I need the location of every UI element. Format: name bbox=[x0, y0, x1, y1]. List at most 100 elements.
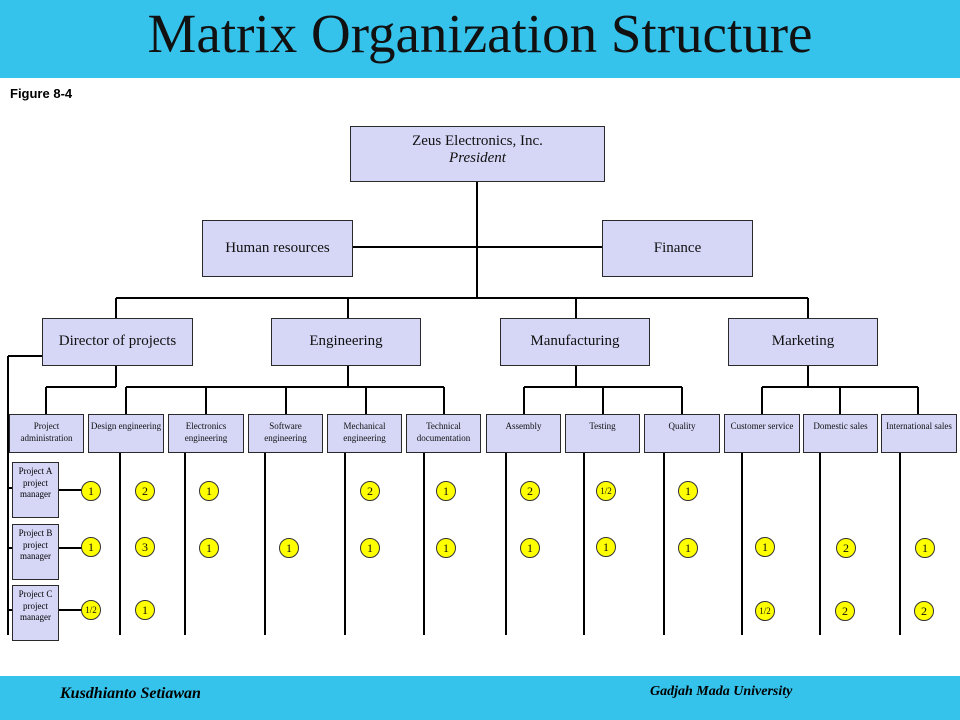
dept-design-engineering: Design engineering bbox=[88, 414, 164, 453]
dept-quality: Quality bbox=[644, 414, 720, 453]
hr-box: Human resources bbox=[202, 220, 353, 277]
badge-value: 1/2 bbox=[85, 605, 97, 615]
assignment-badge: 1 bbox=[436, 481, 456, 501]
president-role: President bbox=[449, 150, 506, 167]
assignment-badge: 1 bbox=[135, 600, 155, 620]
badge-value: 1 bbox=[685, 483, 691, 498]
page-title: Matrix Organization Structure bbox=[147, 3, 813, 64]
badge-value: 1 bbox=[206, 483, 212, 498]
dept-label: Design engineering bbox=[90, 421, 162, 431]
assignment-badge: 1 bbox=[199, 538, 219, 558]
assignment-badge: 2 bbox=[835, 601, 855, 621]
footer-author: Kusdhianto Setiawan bbox=[60, 685, 201, 702]
badge-value: 1 bbox=[443, 483, 449, 498]
finance-box: Finance bbox=[602, 220, 753, 277]
assignment-badge: 1 bbox=[755, 537, 775, 557]
marketing-label: Marketing bbox=[771, 333, 835, 350]
project-c-manager: Project C project manager bbox=[12, 585, 59, 641]
badge-value: 1 bbox=[206, 540, 212, 555]
assignment-badge: 1 bbox=[81, 481, 101, 501]
assignment-badge: 1 bbox=[279, 538, 299, 558]
footer-institution: Gadjah Mada University bbox=[650, 684, 793, 699]
assignment-badge: 1 bbox=[678, 538, 698, 558]
pm-label: Project A project manager bbox=[18, 466, 53, 500]
assignment-badge: 1/2 bbox=[81, 600, 101, 620]
hr-label: Human resources bbox=[225, 239, 330, 256]
assignment-badge: 1/2 bbox=[596, 481, 616, 501]
badge-value: 2 bbox=[142, 483, 148, 498]
manufacturing-box: Manufacturing bbox=[500, 318, 650, 366]
dept-assembly: Assembly bbox=[486, 414, 561, 453]
badge-value: 2 bbox=[367, 483, 373, 498]
badge-value: 2 bbox=[843, 540, 849, 555]
dept-electronics-engineering: Electronics engineering bbox=[168, 414, 244, 453]
dept-label: Electronics engineering bbox=[184, 421, 228, 443]
dept-label: Testing bbox=[589, 421, 616, 431]
dept-software-engineering: Software engineering bbox=[248, 414, 323, 453]
dept-label: Assembly bbox=[505, 421, 542, 431]
marketing-box: Marketing bbox=[728, 318, 878, 366]
director-of-projects-label: Director of projects bbox=[58, 333, 177, 350]
assignment-badge: 2 bbox=[520, 481, 540, 501]
project-a-manager: Project A project manager bbox=[12, 462, 59, 518]
assignment-badge: 2 bbox=[836, 538, 856, 558]
project-b-manager: Project B project manager bbox=[12, 524, 59, 580]
dept-label: International sales bbox=[886, 421, 952, 431]
dept-label: Technical documentation bbox=[416, 421, 471, 443]
dept-label: Customer service bbox=[730, 421, 794, 431]
badge-value: 1 bbox=[443, 540, 449, 555]
assignment-badge: 1 bbox=[436, 538, 456, 558]
assignment-badge: 1 bbox=[199, 481, 219, 501]
president-box: Zeus Electronics, Inc. President bbox=[350, 126, 605, 182]
badge-value: 2 bbox=[842, 603, 848, 618]
dept-label: Quality bbox=[668, 421, 696, 431]
manufacturing-label: Manufacturing bbox=[530, 333, 620, 350]
badge-value: 1 bbox=[685, 540, 691, 555]
dept-label: Project administration bbox=[20, 421, 73, 443]
assignment-badge: 1/2 bbox=[755, 601, 775, 621]
badge-value: 1 bbox=[603, 539, 609, 554]
badge-value: 1 bbox=[922, 540, 928, 555]
assignment-badge: 2 bbox=[135, 481, 155, 501]
badge-value: 1 bbox=[527, 540, 533, 555]
director-of-projects-box: Director of projects bbox=[42, 318, 193, 366]
badge-value: 1 bbox=[142, 602, 148, 617]
badge-value: 1 bbox=[367, 540, 373, 555]
badge-value: 3 bbox=[142, 539, 148, 554]
badge-value: 2 bbox=[527, 483, 533, 498]
dept-label: Domestic sales bbox=[813, 421, 868, 431]
badge-value: 1/2 bbox=[759, 606, 771, 616]
dept-international-sales: International sales bbox=[881, 414, 957, 453]
assignment-badge: 1 bbox=[596, 537, 616, 557]
dept-technical-documentation: Technical documentation bbox=[406, 414, 481, 453]
assignment-badge: 1 bbox=[520, 538, 540, 558]
assignment-badge: 2 bbox=[914, 601, 934, 621]
assignment-badge: 3 bbox=[135, 537, 155, 557]
dept-label: Software engineering bbox=[264, 421, 307, 443]
title-band bbox=[0, 0, 960, 78]
finance-label: Finance bbox=[653, 239, 702, 256]
pm-label: Project C project manager bbox=[18, 589, 53, 623]
dept-testing: Testing bbox=[565, 414, 640, 453]
badge-value: 1 bbox=[88, 483, 94, 498]
dept-customer-service: Customer service bbox=[724, 414, 800, 453]
assignment-badge: 1 bbox=[81, 537, 101, 557]
dept-mechanical-engineering: Mechanical engineering bbox=[327, 414, 402, 453]
figure-label: Figure 8-4 bbox=[10, 86, 73, 101]
dept-label: Mechanical engineering bbox=[343, 421, 386, 443]
badge-value: 1 bbox=[88, 539, 94, 554]
dept-project-administration: Project administration bbox=[9, 414, 84, 453]
assignment-badge: 1 bbox=[678, 481, 698, 501]
company-name: Zeus Electronics, Inc. bbox=[412, 133, 543, 149]
pm-label: Project B project manager bbox=[18, 528, 53, 562]
badge-value: 1 bbox=[286, 540, 292, 555]
engineering-box: Engineering bbox=[271, 318, 421, 366]
badge-value: 2 bbox=[921, 603, 927, 618]
badge-value: 1 bbox=[762, 539, 768, 554]
assignment-badge: 1 bbox=[360, 538, 380, 558]
dept-domestic-sales: Domestic sales bbox=[803, 414, 878, 453]
engineering-label: Engineering bbox=[309, 333, 383, 350]
footer-band bbox=[0, 676, 960, 720]
assignment-badge: 2 bbox=[360, 481, 380, 501]
